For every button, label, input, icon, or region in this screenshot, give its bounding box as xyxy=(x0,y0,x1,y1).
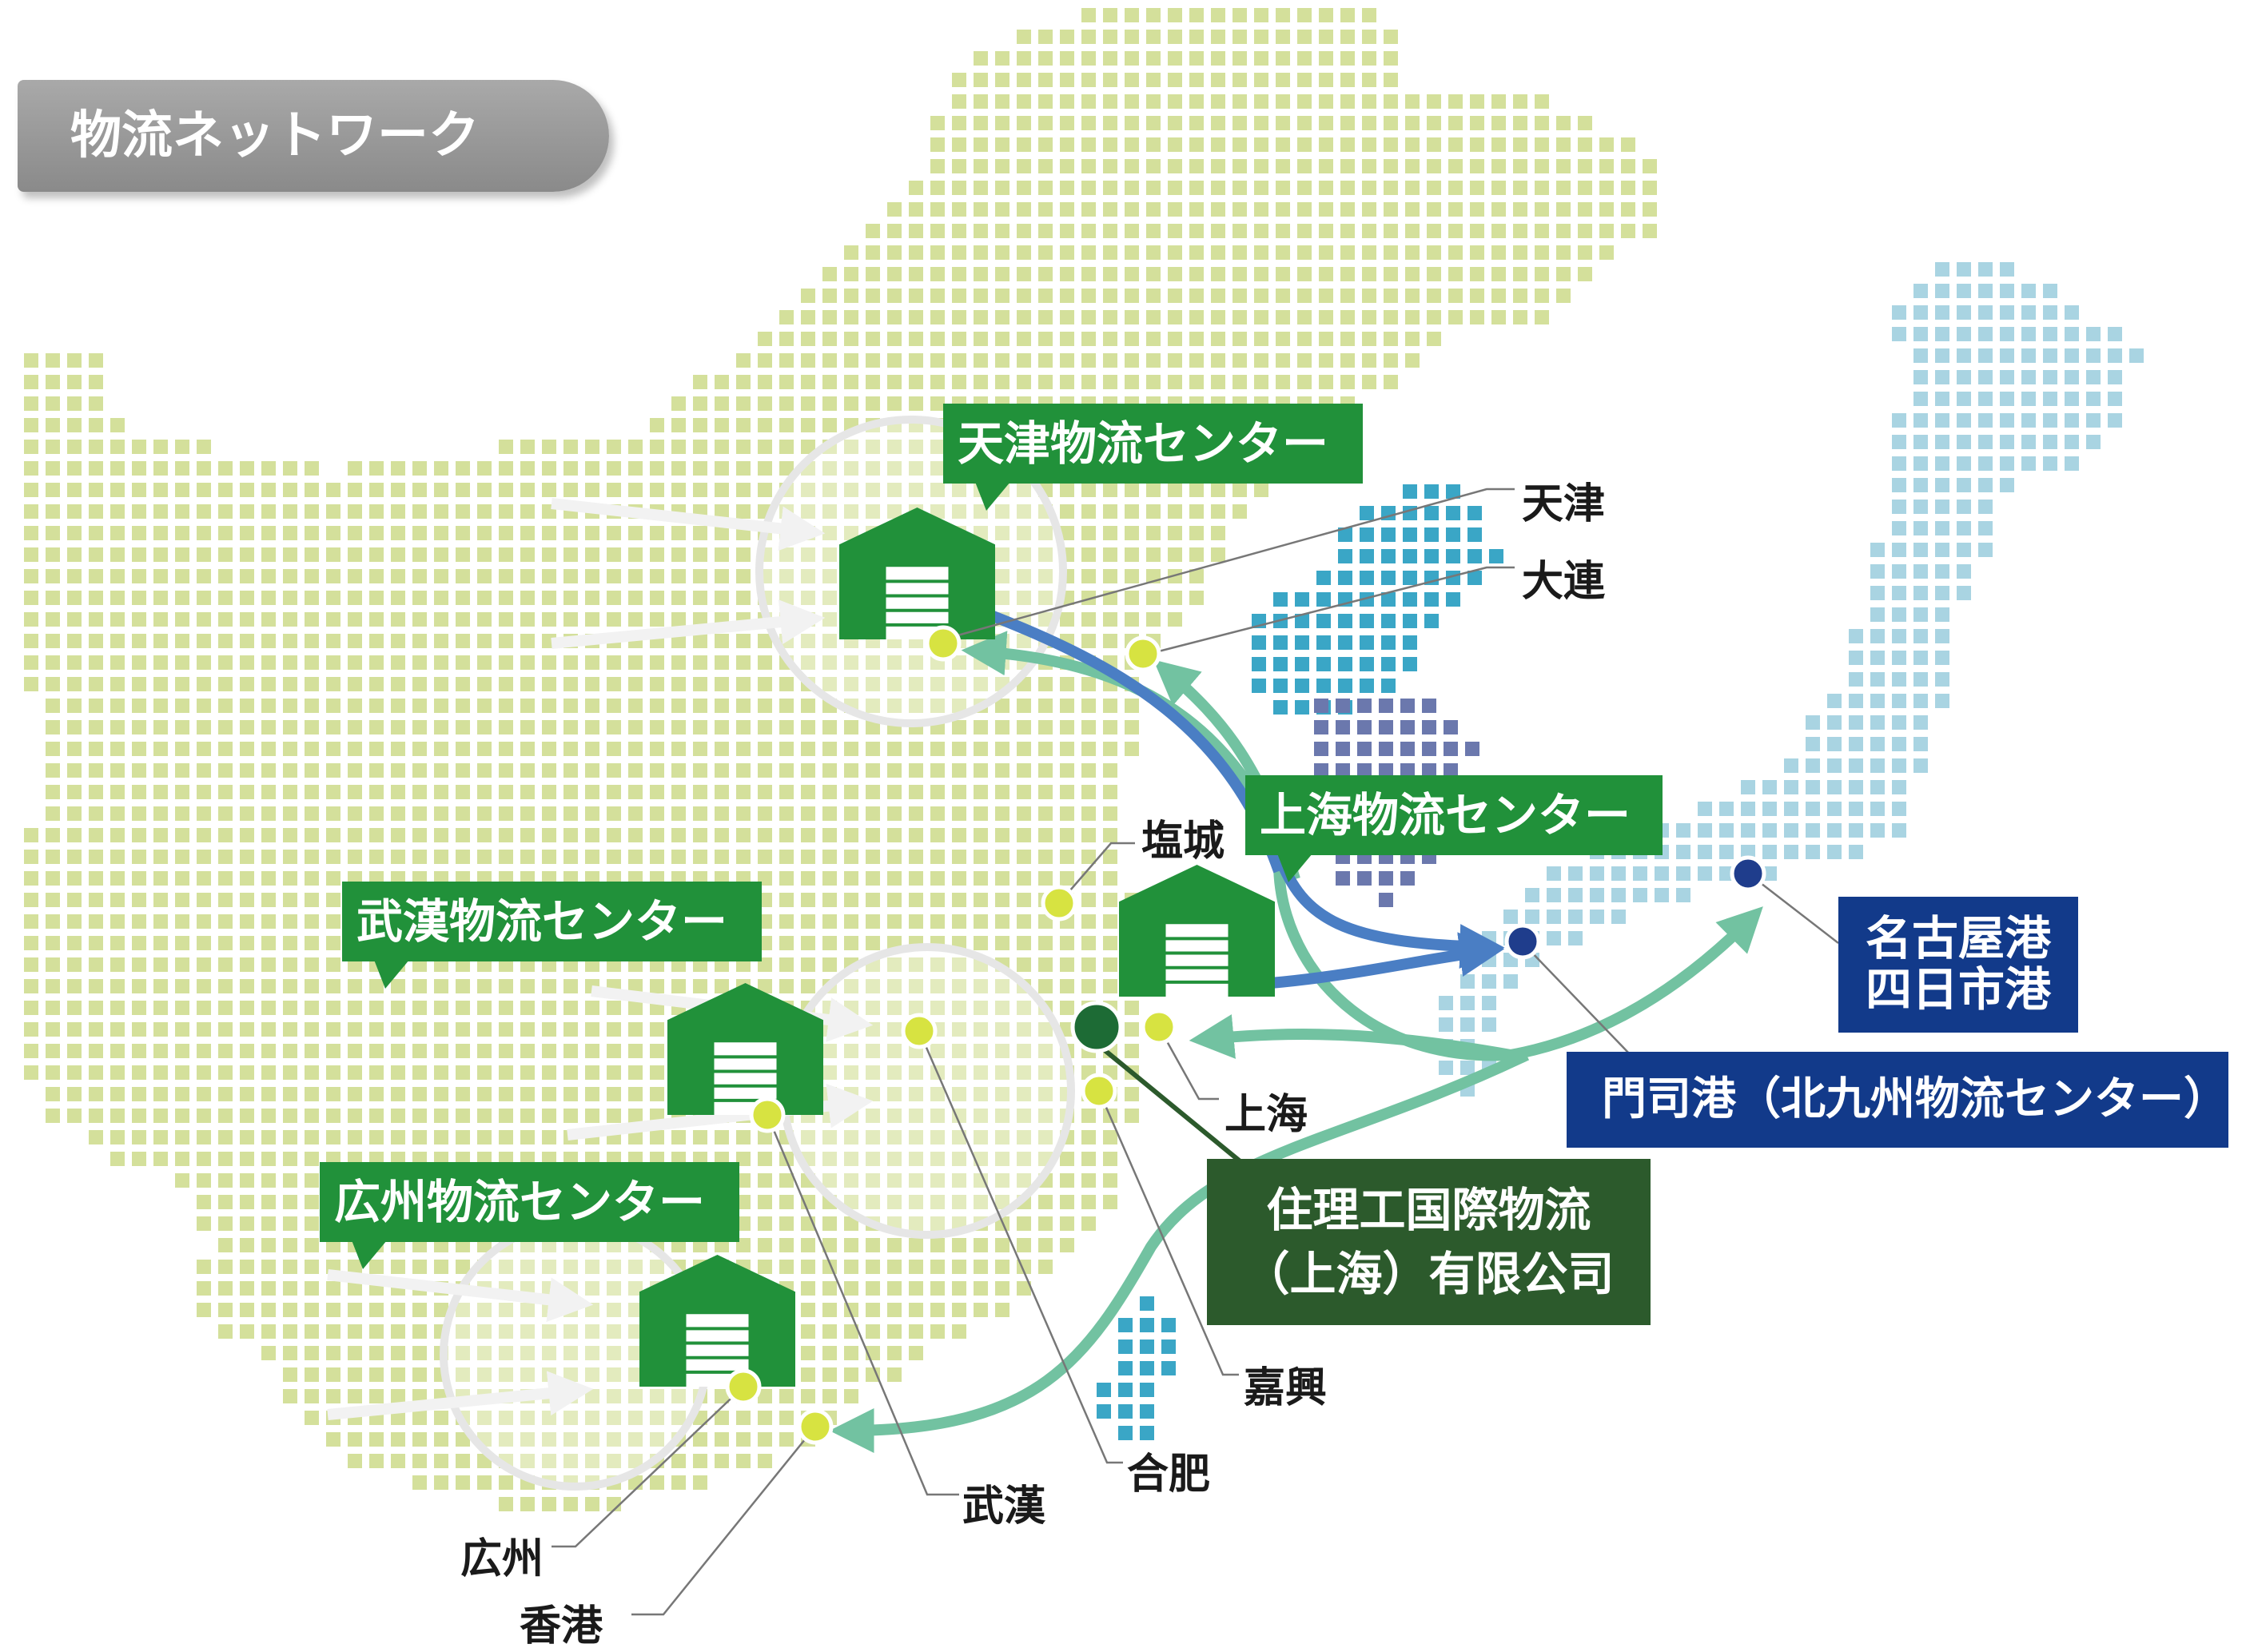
leader-jiaxing xyxy=(1097,1090,1239,1376)
leader-hefei xyxy=(918,1030,1123,1464)
leader-nagoya xyxy=(1750,874,1839,944)
leader-tianjin xyxy=(942,488,1515,641)
company-marker xyxy=(1070,1001,1123,1053)
china-dot-region xyxy=(24,8,1657,1511)
city-marker-dalian xyxy=(1125,635,1161,672)
inbound-route-arrow xyxy=(551,498,826,551)
city-label-shanghai: 上海 xyxy=(1225,1091,1308,1139)
company-label: 住理工国際物流 （上海）有限公司 xyxy=(1207,1159,1651,1325)
city-label-wuhan: 武漢 xyxy=(962,1483,1046,1531)
port-marker-moji xyxy=(1504,923,1541,960)
leader-yancheng xyxy=(1058,842,1135,904)
city-label-yancheng: 塩城 xyxy=(1141,818,1225,866)
page-title: 物流ネットワーク xyxy=(18,80,609,192)
nagoya-yokkaichi-port-label: 名古屋港 四日市港 xyxy=(1838,897,2078,1033)
japan-dot-region xyxy=(1439,262,2144,1097)
port-marker-nagoya xyxy=(1730,855,1766,892)
leader-shanghai xyxy=(1157,1026,1219,1101)
city-marker-yancheng xyxy=(1041,885,1077,922)
route-shanghai-to-moji-2 xyxy=(1270,932,1505,989)
warehouse-icon-shanghai xyxy=(1119,865,1275,997)
warehouse-icon-wuhan xyxy=(667,983,823,1115)
wuhan-center-label: 武漢物流センター xyxy=(342,882,762,989)
leader-dalian xyxy=(1142,566,1515,657)
leader-guangzhou xyxy=(552,1386,744,1548)
city-marker-guangzhou xyxy=(725,1368,762,1405)
route-to-hongkong xyxy=(829,1049,1530,1453)
wuhan-hub-circle xyxy=(779,943,1075,1239)
leader-hongkong xyxy=(631,1426,816,1616)
route-shanghai-to-nagoya xyxy=(1273,862,1763,1061)
city-marker-tianjin-center xyxy=(925,625,962,662)
yokkaichi-port-name: 四日市港 xyxy=(1865,962,2051,1017)
city-label-jiaxing: 嘉興 xyxy=(1244,1364,1328,1412)
company-name-line1: 住理工国際物流 xyxy=(1266,1183,1591,1237)
city-marker-hongkong xyxy=(797,1408,834,1445)
city-marker-hefei xyxy=(901,1013,938,1049)
inbound-route-arrow xyxy=(551,599,826,649)
shanghai-center-label: 上海物流センター xyxy=(1245,775,1663,882)
warehouse-door xyxy=(1165,924,1229,997)
tianjin-center-label: 天津物流センター xyxy=(943,404,1363,511)
leader-wuhan xyxy=(766,1114,959,1496)
taiwan-dot-region xyxy=(1097,1296,1176,1440)
city-label-tianjin: 天津 xyxy=(1522,480,1606,528)
moji-port-label: 門司港（北九州物流センター） xyxy=(1567,1052,2228,1148)
nagoya-port-name: 名古屋港 xyxy=(1865,911,2051,965)
route-japan-to-shanghai xyxy=(1189,1014,1512,1061)
city-label-dalian: 大連 xyxy=(1522,558,1606,606)
city-label-hefei: 合肥 xyxy=(1127,1451,1211,1499)
city-marker-jiaxing xyxy=(1081,1073,1117,1109)
leader-company xyxy=(1089,1037,1248,1169)
city-marker-shanghai xyxy=(1141,1009,1177,1045)
guangzhou-center-label: 広州物流センター xyxy=(320,1162,739,1269)
inbound-route-arrow xyxy=(327,1269,594,1323)
company-name-line2: （上海）有限公司 xyxy=(1243,1247,1615,1301)
inbound-route-arrow xyxy=(327,1371,594,1420)
city-label-hongkong: 香港 xyxy=(520,1602,603,1650)
city-marker-wuhan xyxy=(749,1097,786,1133)
leader-moji xyxy=(1526,946,1631,1056)
city-label-guangzhou: 広州 xyxy=(460,1535,544,1583)
